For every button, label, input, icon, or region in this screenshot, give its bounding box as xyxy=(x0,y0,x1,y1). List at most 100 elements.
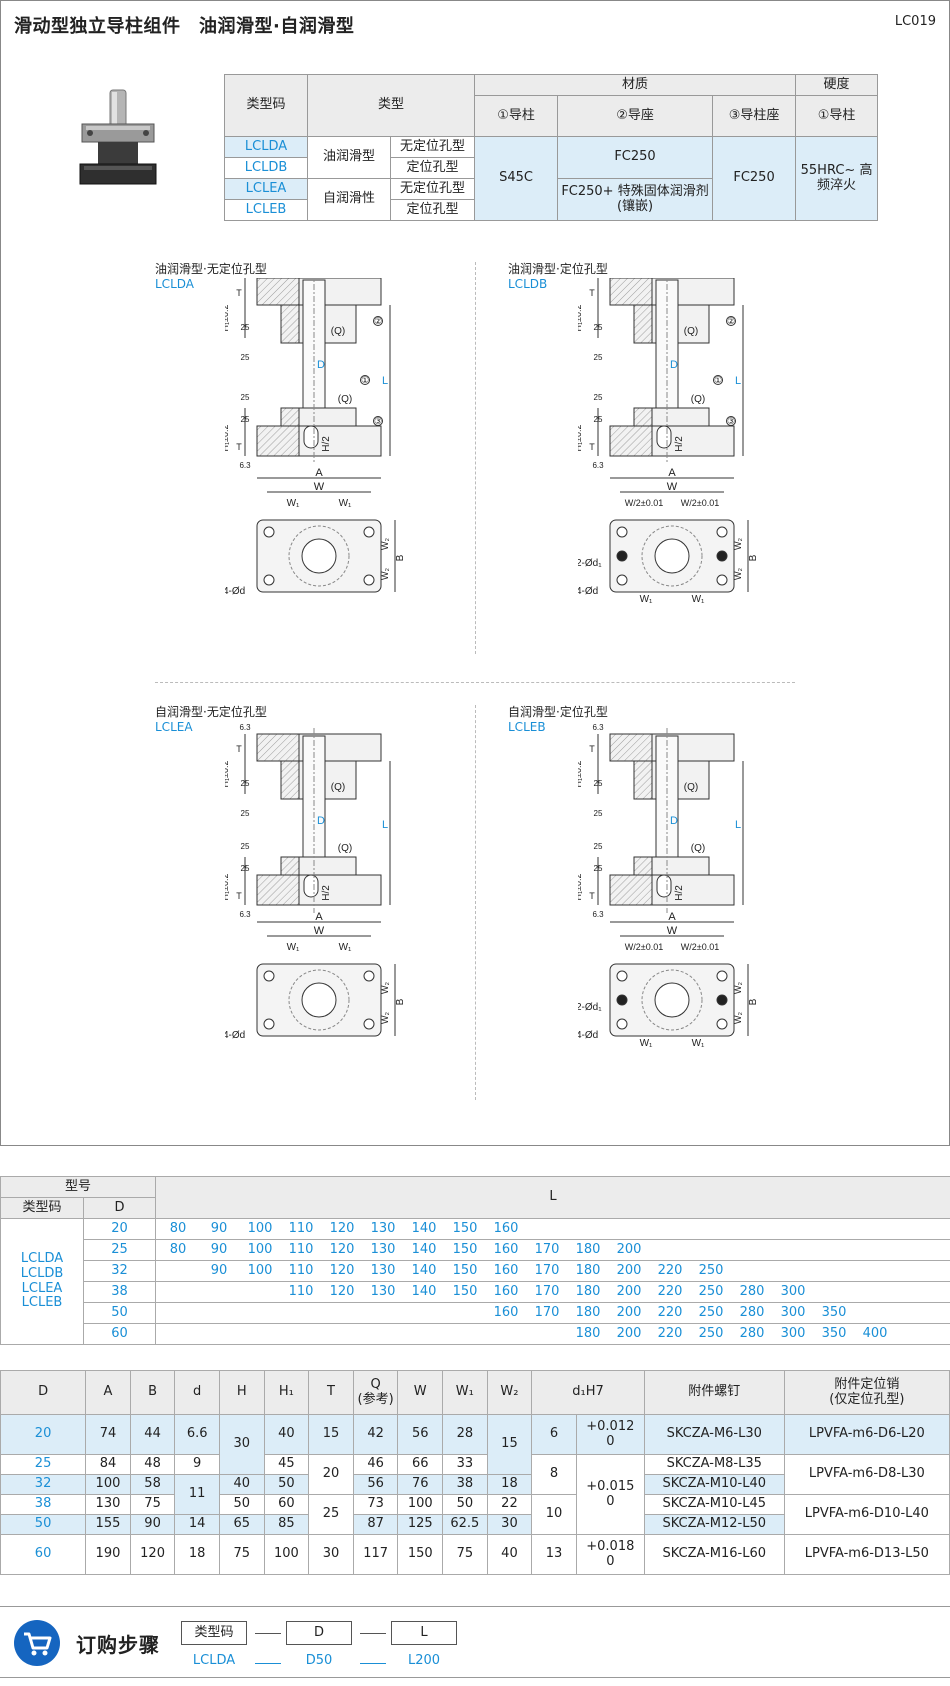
l-value: 150 xyxy=(452,1221,478,1236)
dim-label: 4-Ød xyxy=(578,1030,598,1041)
dim-label: W₂ xyxy=(380,1012,390,1024)
drawing-svg: LH₁±0.2T6.32525H₁±0.2T25256.3H/2(Q)(Q)D②… xyxy=(573,267,759,605)
cell-W1: 33 xyxy=(442,1454,488,1475)
hatch-area xyxy=(280,760,300,800)
cell-H: 75 xyxy=(218,1534,265,1575)
th-guide-seat: ②导座 xyxy=(557,95,714,137)
cell-Q: 42 xyxy=(352,1414,399,1455)
type-code: LCLDB xyxy=(224,157,308,179)
l-value: 130 xyxy=(370,1263,396,1278)
dim-label: W xyxy=(667,481,678,493)
l-value: 110 xyxy=(288,1263,314,1278)
bolt-hole xyxy=(616,970,628,982)
cell-B: 48 xyxy=(129,1454,176,1475)
type-self: 自润滑性 xyxy=(307,178,391,221)
dim-label: 6.3 xyxy=(239,910,251,919)
dim-label: A xyxy=(668,911,676,923)
type-sub: 定位孔型 xyxy=(389,199,476,221)
l-value: 280 xyxy=(739,1326,765,1341)
l-value: 110 xyxy=(288,1221,314,1236)
l-value: 140 xyxy=(411,1221,437,1236)
dim-label: W₂ xyxy=(733,1012,743,1024)
hatch-area xyxy=(256,874,300,906)
dim-label: W/2±0.01 xyxy=(625,498,663,508)
l-value: 180 xyxy=(575,1263,601,1278)
type-code: LCLEB xyxy=(224,199,308,221)
l-value: 300 xyxy=(780,1305,806,1320)
dim-label: T xyxy=(589,442,595,452)
cell-B: 75 xyxy=(129,1494,176,1515)
dim-label: 6.3 xyxy=(239,723,251,732)
cell-B: 90 xyxy=(129,1514,176,1535)
dim-label: H₁±0.2 xyxy=(578,425,583,452)
product-code: LC019 xyxy=(894,14,936,29)
cell-d: 11 xyxy=(174,1474,220,1515)
l-value: 140 xyxy=(411,1284,437,1299)
hatch-area xyxy=(633,856,653,876)
order-value-D: D50 xyxy=(305,1653,333,1668)
l-value: 160 xyxy=(493,1305,519,1320)
d-cell: 38 xyxy=(82,1281,157,1303)
cell-D: 60 xyxy=(0,1534,87,1575)
bolt-hole xyxy=(363,574,375,586)
dim-label: 25 xyxy=(241,809,250,818)
l-value: 100 xyxy=(247,1263,273,1278)
l-value: 250 xyxy=(698,1326,724,1341)
cell-d1: 8 xyxy=(531,1454,577,1495)
callout-circle xyxy=(373,316,383,326)
cell-d: 6.6 xyxy=(174,1414,220,1455)
dim-label: (Q) xyxy=(338,394,352,405)
l-value: 110 xyxy=(288,1242,314,1257)
dim-label: B xyxy=(395,998,406,1005)
dim-label: 2-Ød₁ xyxy=(578,1002,602,1013)
drawing-svg: LH₁±0.2T6.32525H₁±0.2T25256.3H/2(Q)(Q)D②… xyxy=(220,267,406,597)
bore-hole xyxy=(654,982,690,1018)
dim-label: 6.3 xyxy=(239,461,251,470)
cell-B: 44 xyxy=(129,1414,176,1455)
l-value: 170 xyxy=(534,1284,560,1299)
th-T: T xyxy=(308,1370,354,1415)
dim-label: 25 xyxy=(241,779,250,788)
dim-label: H₁±0.2 xyxy=(578,761,583,788)
l-value: 120 xyxy=(329,1263,355,1278)
cell-d: 14 xyxy=(174,1514,220,1535)
dim-label: 4-Ød xyxy=(225,586,245,597)
bolt-hole xyxy=(616,526,628,538)
l-value: 250 xyxy=(698,1284,724,1299)
callout-circle xyxy=(360,375,370,385)
cart-icon xyxy=(14,1620,60,1666)
cell-W1: 62.5 xyxy=(442,1514,488,1535)
dim-label: W₂ xyxy=(733,568,743,580)
dim-label: 25 xyxy=(594,393,603,402)
cell-pin: LPVFA-m6-D6-L20 xyxy=(783,1414,950,1455)
l-value: 150 xyxy=(452,1263,478,1278)
cell-A: 190 xyxy=(85,1534,131,1575)
dim-label: 25 xyxy=(241,353,250,362)
dim-label: 6.3 xyxy=(592,910,604,919)
cell-W1: 75 xyxy=(442,1534,488,1575)
dim-label: ③ xyxy=(374,416,382,426)
cell-W: 100 xyxy=(397,1494,444,1515)
dim-label: D xyxy=(670,815,678,827)
dim-label: 25 xyxy=(594,779,603,788)
th-D: D xyxy=(82,1197,157,1219)
order-dash xyxy=(360,1633,386,1634)
product-photo xyxy=(79,89,157,185)
dim-label: B xyxy=(748,554,759,561)
bolt-hole xyxy=(716,574,728,586)
drawing-title: 自润滑型·定位孔型 xyxy=(508,705,608,719)
dim-label: 25 xyxy=(594,842,603,851)
type-code: LCLDA xyxy=(224,136,308,158)
page-title: 滑动型独立导柱组件 油润滑型·自润滑型 xyxy=(14,16,355,37)
pin-hole xyxy=(716,994,728,1006)
pin-hole xyxy=(616,550,628,562)
th-B: B xyxy=(129,1370,176,1415)
bore-hole xyxy=(301,982,337,1018)
l-value: 220 xyxy=(657,1305,683,1320)
cell-D: 25 xyxy=(0,1454,87,1475)
cell-H1: 40 xyxy=(263,1414,310,1455)
dim-label: ① xyxy=(361,375,369,385)
order-dash xyxy=(360,1663,386,1664)
l-value: 120 xyxy=(329,1284,355,1299)
